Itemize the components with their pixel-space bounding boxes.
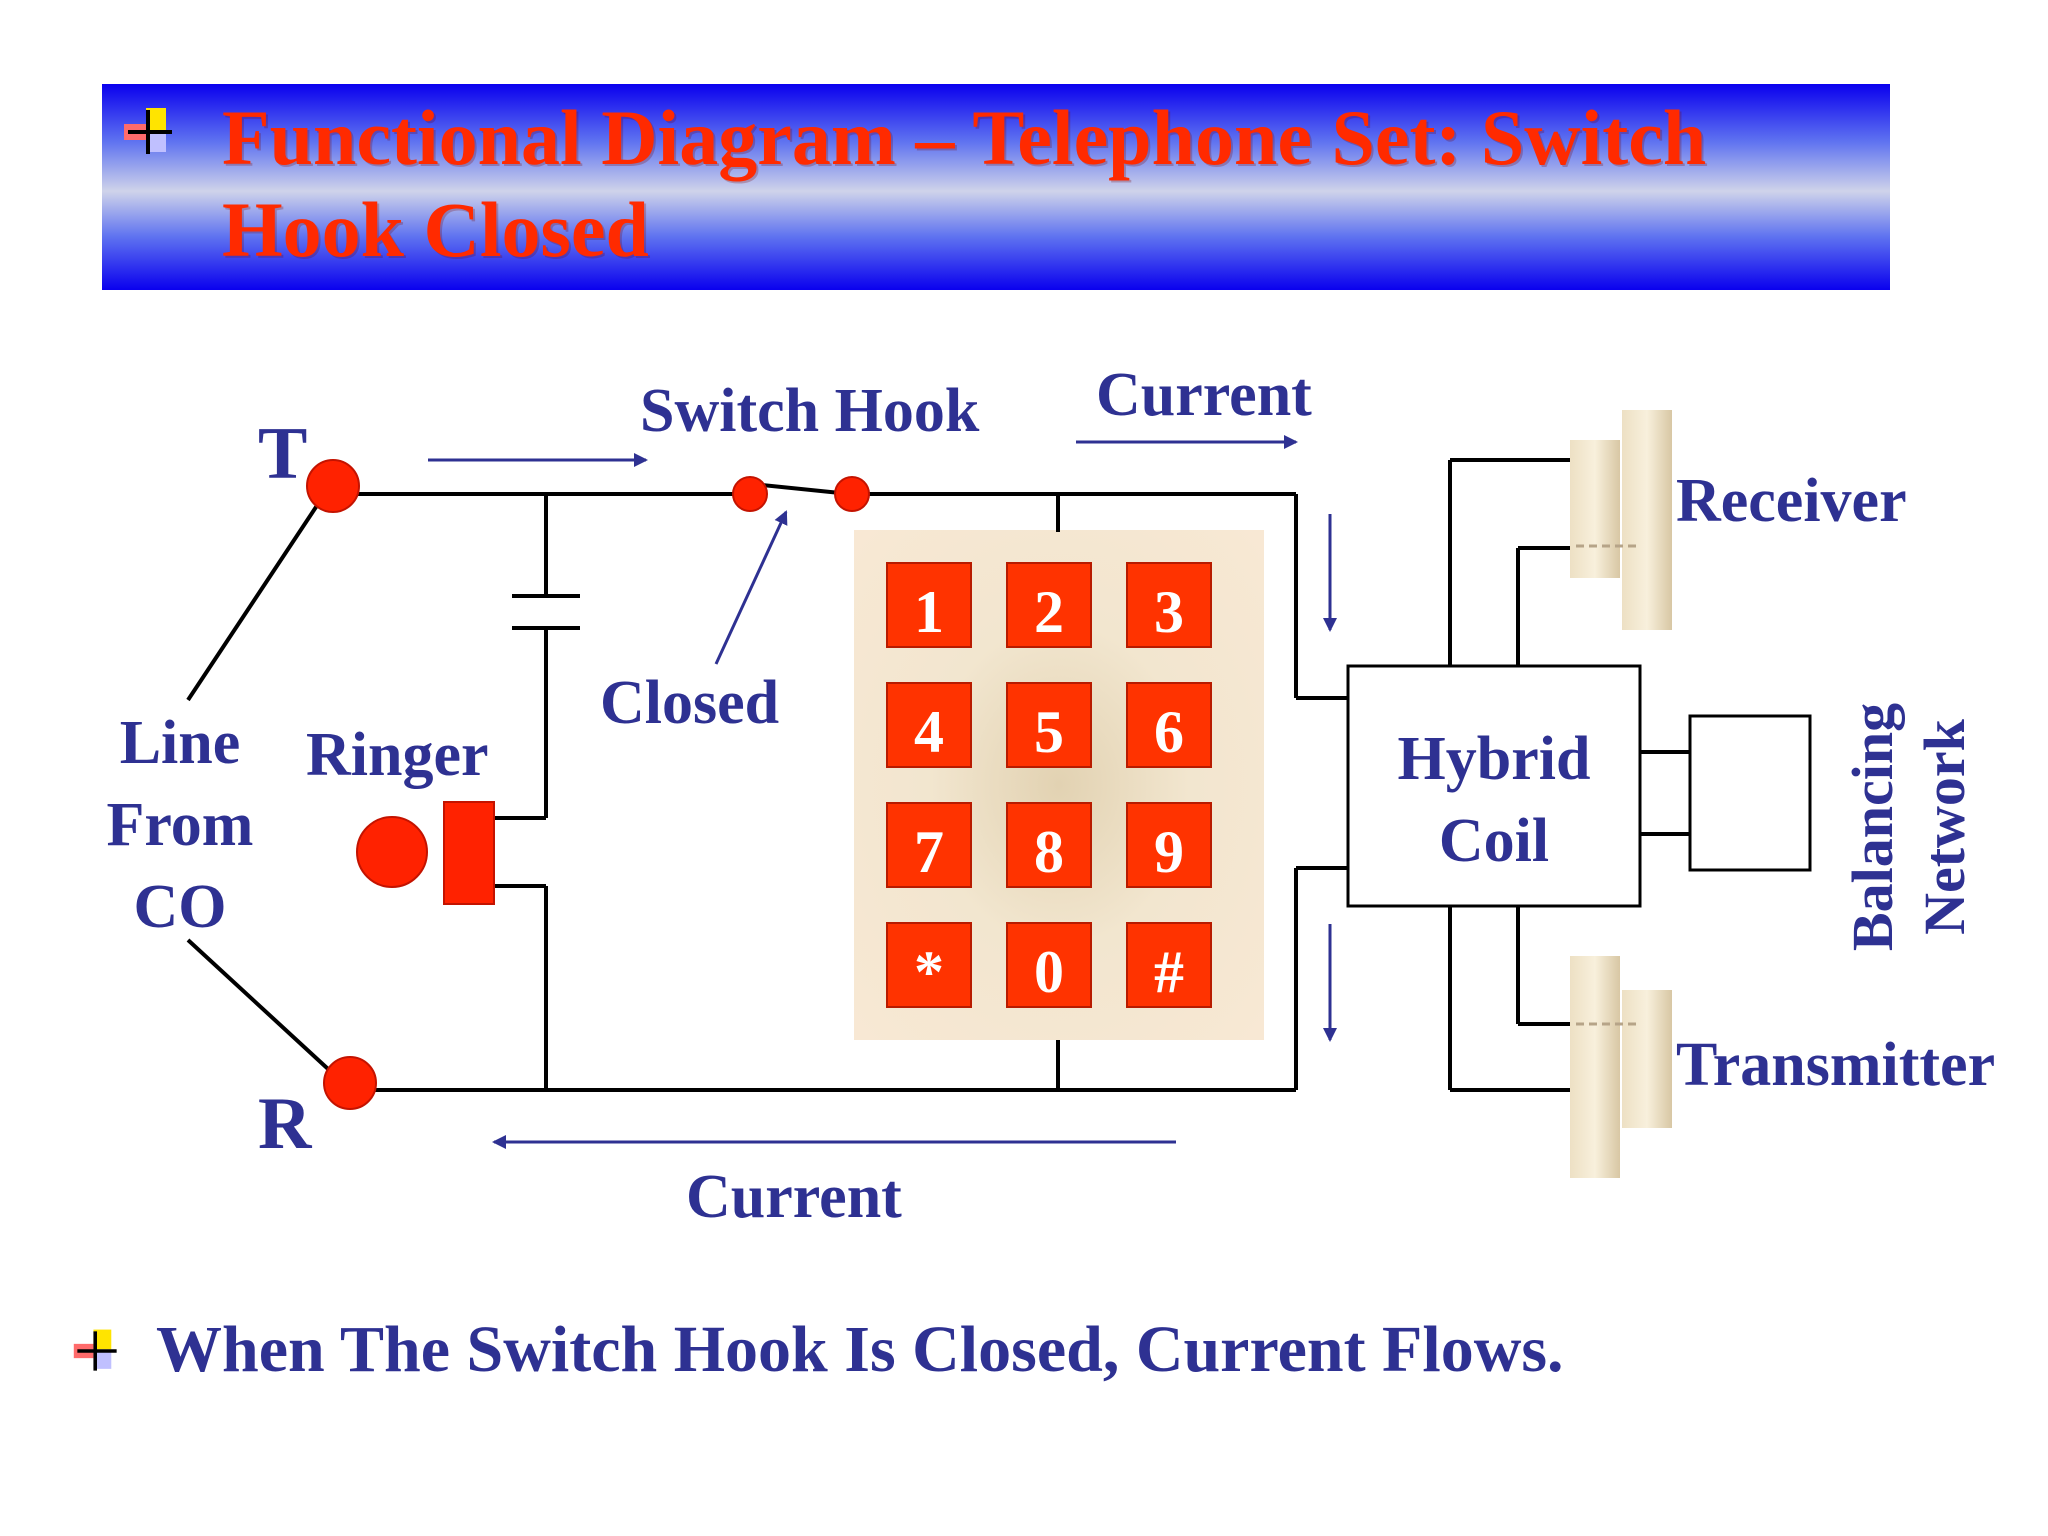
tip-terminal: [306, 459, 360, 513]
line-from-co-line-3: CO: [133, 873, 227, 941]
key-1: 1: [886, 562, 972, 648]
key-8: 8: [1006, 802, 1092, 888]
balancing-network-box: [1688, 714, 1812, 872]
key-6: 6: [1126, 682, 1212, 768]
closed-label: Closed: [600, 669, 780, 737]
key-5: 5: [1006, 682, 1092, 768]
tip-label: T: [258, 413, 308, 495]
bullet-text: When The Switch Hook Is Closed, Current …: [156, 1313, 1564, 1386]
balancing-network-label: Balancing Network: [1837, 677, 1983, 977]
closed-pointer: [714, 510, 788, 665]
switch-contact-right: [834, 476, 870, 512]
key-9: 9: [1126, 802, 1212, 888]
key-2: 2: [1006, 562, 1092, 648]
key-4: 4: [886, 682, 972, 768]
ring-terminal: [323, 1056, 377, 1110]
line-from-co-line-2: From: [106, 791, 254, 859]
title-bullet-icon: [124, 108, 172, 154]
page-title: Functional Diagram – Telephone Set: Swit…: [222, 92, 1842, 276]
key-0: 0: [1006, 922, 1092, 1008]
balancing-network-line-2: Network: [1912, 719, 1977, 935]
hybrid-coil-line-2: Coil: [1438, 807, 1550, 875]
transmitter-label: Transmitter: [1676, 1031, 1996, 1099]
ring-label: R: [258, 1083, 312, 1165]
balancing-network-line-1: Balancing: [1840, 702, 1905, 952]
switch-hook-label: Switch Hook: [640, 377, 980, 445]
current-top-label: Current: [1096, 361, 1312, 429]
key-7: 7: [886, 802, 972, 888]
title-banner: [102, 84, 1890, 290]
hybrid-coil-label: Hybrid Coil: [1348, 718, 1640, 882]
ringer-label: Ringer: [306, 721, 489, 789]
switch-contact-left: [732, 476, 768, 512]
hybrid-coil-box: [1346, 664, 1642, 908]
key-star: *: [886, 922, 972, 1008]
hybrid-coil-line-1: Hybrid: [1397, 725, 1591, 793]
current-bottom-label: Current: [686, 1163, 902, 1231]
bullet-icon: [73, 1329, 117, 1371]
transmitter-icon: [1570, 956, 1672, 1178]
line-from-co-label: Line From CO: [80, 702, 280, 948]
ringer-icon: [356, 801, 495, 905]
title-line-2: Hook Closed: [222, 186, 649, 273]
key-3: 3: [1126, 562, 1212, 648]
receiver-label: Receiver: [1676, 467, 1907, 535]
title-line-1: Functional Diagram – Telephone Set: Swit…: [222, 94, 1707, 181]
receiver-icon: [1570, 410, 1672, 630]
line-from-co-line-1: Line: [119, 709, 241, 777]
key-hash: #: [1126, 922, 1212, 1008]
